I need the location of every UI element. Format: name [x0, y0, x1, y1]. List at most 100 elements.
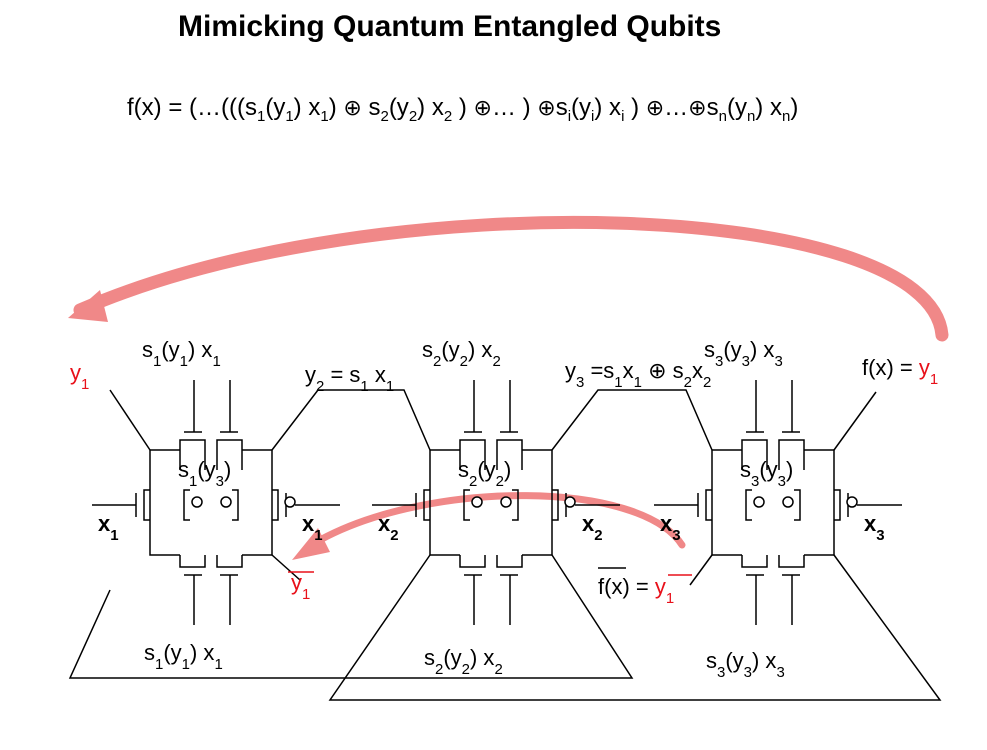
arrow-head-short [292, 528, 330, 560]
formula-term: ) [790, 94, 799, 121]
formula-term: s [361, 94, 381, 121]
frame-left [149, 450, 180, 556]
gate-bottom-label: s3(y3) x3 [706, 648, 785, 681]
feedback-arrow-short [316, 492, 686, 549]
gate-mid-label: s2(y2) [458, 457, 511, 490]
feedback-arrows [68, 215, 949, 560]
transistor-bot-b [496, 555, 523, 568]
formula-term: ) [328, 94, 344, 121]
frame-right [522, 450, 553, 556]
gate-right-x: x2 [582, 511, 603, 544]
wire-y1bar [271, 554, 301, 581]
label-y2-equation: y2 = s1 x1 [305, 362, 394, 395]
transistor-top-b [216, 439, 243, 450]
gate-mid-label: s3(y3) [740, 457, 793, 490]
label-y1-bar: y1 [291, 570, 310, 603]
transistor-mid-b [512, 489, 519, 521]
label-y3-equation: y3 =s1x1 ⊕ s2x2 [565, 358, 711, 391]
gate-top-label: s1(y1) x1 [142, 337, 221, 370]
frame-trapezoid-1 [68, 554, 634, 679]
transistor-top-b [778, 439, 805, 450]
wire-fx-out [833, 391, 877, 451]
label-fx-bar: f(x) = y1 [598, 574, 674, 607]
formula-term: … [664, 94, 689, 121]
gate-top-label: s3(y3) x3 [704, 337, 783, 370]
frame-trapezoid-2 [328, 554, 942, 701]
wire-fxbar [689, 554, 713, 586]
wire-y3 [551, 389, 713, 451]
transistor-top-a [179, 439, 206, 450]
formula-lhs: f(x) = [127, 94, 190, 121]
gate-cell-3 [654, 380, 902, 625]
gate-left-x: x1 [98, 511, 119, 544]
transistor-mid-b [794, 489, 801, 521]
formula: f(x) = (…(((s1(y1) x1) ⊕ s2(y2) x2 ) ⊕… … [127, 94, 798, 125]
transistor-bot-b [216, 555, 243, 568]
transistor-left [143, 489, 150, 521]
xor-icon: ⊕ [537, 95, 556, 120]
formula-subscript: n [746, 107, 756, 125]
formula-term: (y [265, 94, 286, 121]
inverter-bubble [220, 496, 232, 508]
gate-right-x: x3 [864, 511, 885, 544]
frame-right [242, 450, 273, 556]
formula-term: ) x [594, 94, 622, 121]
arrow-head-long [68, 290, 108, 322]
transistor-right [834, 489, 841, 521]
inverter-bubble [753, 496, 765, 508]
formula-subscript: i [621, 107, 625, 125]
transistor-mid-a [745, 489, 752, 521]
page-title: Mimicking Quantum Entangled Qubits [178, 10, 722, 43]
formula-subscript: 1 [320, 107, 329, 125]
label-fx-output: f(x) = y1 [862, 355, 938, 388]
frame-right [804, 450, 835, 556]
formula-term: (y [571, 94, 592, 121]
inverter-bubble [564, 496, 576, 508]
inverter-bubble [500, 496, 512, 508]
formula-term: ) x [755, 94, 782, 121]
formula-term: ) x [293, 94, 321, 121]
inverter-bubble [471, 496, 483, 508]
gate-mid-label: s1(y3) [178, 457, 231, 490]
transistor-bot-a [459, 555, 486, 568]
formula-subscript: 1 [285, 107, 294, 125]
transistor-top-b [496, 439, 523, 450]
label-y1-output: y1 [70, 360, 89, 393]
gate-bottom-label: s2(y2) x2 [424, 645, 503, 678]
formula-subscript: n [781, 107, 791, 125]
gate-bottom-label: s1(y1) x1 [144, 640, 223, 673]
gate-left-x: x2 [378, 511, 399, 544]
transistor-bot-b [778, 555, 805, 568]
formula-term: (y [726, 94, 747, 121]
inverter-bubble [846, 496, 858, 508]
formula-subscript: i [567, 107, 572, 125]
formula-term: ) [624, 94, 646, 121]
formula-term: s [555, 94, 568, 121]
xor-icon: ⊕ [473, 95, 492, 120]
transistor-right [272, 489, 279, 521]
transistor-mid-b [232, 489, 239, 521]
inverter-bubble [191, 496, 203, 508]
frame-left [711, 450, 742, 556]
formula-term: … ) [491, 94, 538, 121]
formula-term: ) x [417, 94, 444, 121]
formula-subscript: 2 [408, 107, 418, 125]
gate-right-x: x1 [302, 511, 323, 544]
transistor-mid-a [183, 489, 190, 521]
transistor-right [552, 489, 559, 521]
transistor-left [705, 489, 712, 521]
xor-icon: ⊕ [688, 95, 707, 120]
xor-icon: ⊕ [645, 95, 665, 120]
xor-icon: ⊕ [343, 95, 362, 120]
feedback-arrow-long [73, 215, 949, 342]
transistor-mid-a [463, 489, 470, 521]
formula-subscript: n [718, 107, 727, 125]
formula-term: (…(((s [189, 94, 257, 121]
formula-subscript: 1 [256, 107, 266, 125]
transistor-left [423, 489, 430, 521]
transistor-top-a [459, 439, 486, 450]
wire-y1-out [109, 389, 151, 451]
transistor-bot-a [179, 555, 206, 568]
gate-left-x: x3 [660, 511, 681, 544]
